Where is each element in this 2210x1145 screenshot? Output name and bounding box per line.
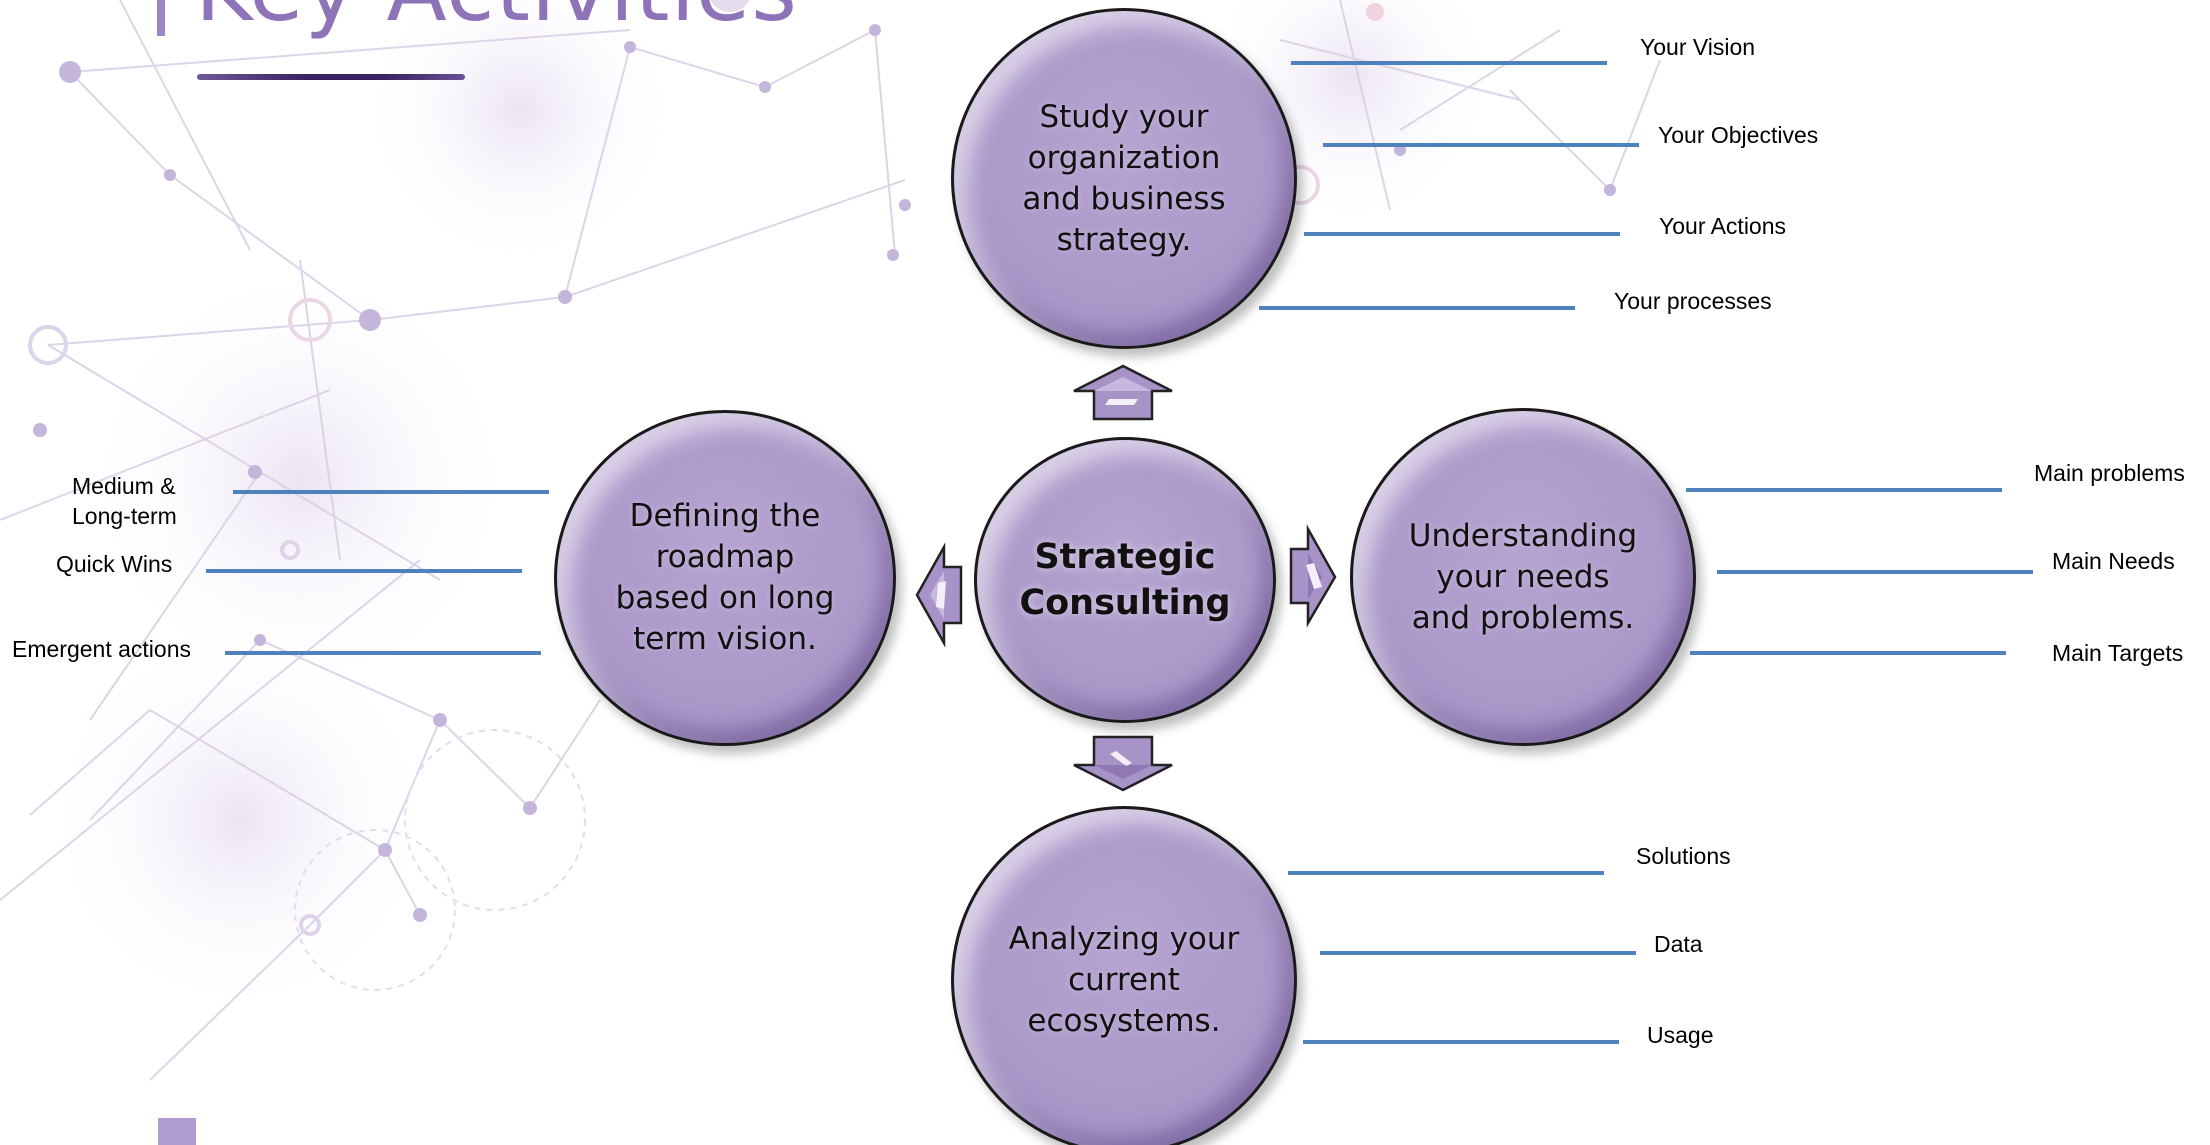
- node-study-organization: Study your organization and business str…: [951, 8, 1297, 349]
- connector-label: Medium & Long-term: [72, 473, 177, 529]
- connector-line: [1686, 488, 2002, 492]
- node-understanding-needs-label: Understanding your needs and problems.: [1408, 517, 1638, 636]
- connector-label: Your Vision: [1640, 34, 1756, 60]
- node-analyzing-ecosystems-label: Analyzing your current ecosystems.: [1008, 920, 1240, 1039]
- up-arrow-icon: [1073, 364, 1173, 421]
- node-analyzing-ecosystems: Analyzing your current ecosystems.: [951, 806, 1297, 1145]
- connector-label: Quick Wins: [56, 551, 173, 577]
- connector-label: Main Needs: [2052, 548, 2175, 574]
- left-arrow-icon: [915, 542, 963, 648]
- connector-line: [1717, 570, 2033, 574]
- title-underline: [197, 74, 465, 80]
- connector-line: [1288, 871, 1604, 875]
- page-title: Key Activities: [195, 0, 798, 41]
- connector-label: Main problems: [2034, 460, 2185, 486]
- connector-label: Main Targets: [2052, 640, 2184, 666]
- connector-line: [233, 490, 549, 494]
- connector-label: Data: [1654, 931, 1703, 957]
- connector-line: [1304, 232, 1620, 236]
- node-strategic-consulting: Strategic Consulting: [974, 437, 1276, 723]
- node-strategic-consulting-label: Strategic Consulting: [1019, 537, 1231, 623]
- connector-label: Your Actions: [1659, 213, 1787, 239]
- node-understanding-needs: Understanding your needs and problems.: [1350, 408, 1696, 746]
- connector-label: Usage: [1647, 1022, 1714, 1048]
- connector-label: Your Objectives: [1658, 122, 1819, 148]
- connector-line: [1320, 951, 1636, 955]
- connector-line: [206, 569, 522, 573]
- right-arrow-icon: [1289, 524, 1337, 628]
- connector-line: [1291, 61, 1607, 65]
- node-defining-roadmap-label: Defining the roadmap based on long term …: [615, 498, 835, 657]
- connector-label: Solutions: [1636, 843, 1731, 869]
- connector-label: Your processes: [1614, 288, 1772, 314]
- connector-label: Emergent actions: [12, 636, 191, 662]
- title-accent-bar: [157, 0, 165, 36]
- node-study-organization-label: Study your organization and business str…: [1022, 98, 1226, 258]
- connector-line: [225, 651, 541, 655]
- connector-line: [1690, 651, 2006, 655]
- node-defining-roadmap: Defining the roadmap based on long term …: [554, 410, 896, 746]
- connector-line: [1259, 306, 1575, 310]
- connector-line: [1323, 143, 1639, 147]
- corner-accent-square: [158, 1118, 196, 1145]
- connector-line: [1303, 1040, 1619, 1044]
- down-arrow-icon: [1073, 735, 1173, 792]
